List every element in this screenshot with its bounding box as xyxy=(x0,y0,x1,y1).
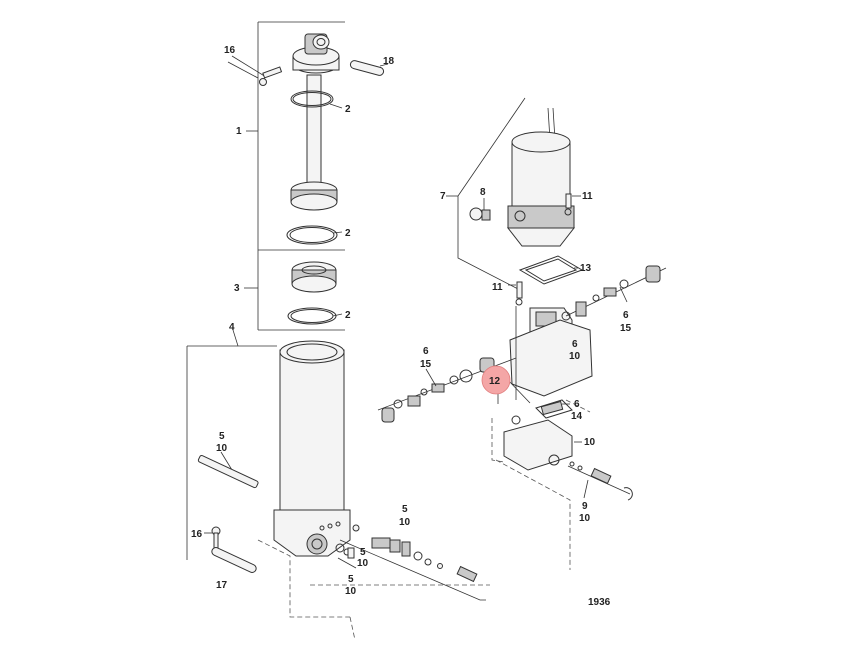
callout-10: 10 xyxy=(569,351,581,362)
callout-10: 10 xyxy=(216,443,228,454)
ram-piston xyxy=(291,261,337,293)
callout-15: 15 xyxy=(420,359,432,370)
callout-18: 18 xyxy=(383,56,395,67)
fitting xyxy=(469,198,491,221)
screw xyxy=(508,281,523,306)
bracket-item-1 xyxy=(257,21,345,251)
ram-rod xyxy=(290,33,340,211)
callout-14: 14 xyxy=(571,411,583,422)
callout-6: 6 xyxy=(623,310,629,321)
callout-6: 6 xyxy=(423,346,429,357)
screw xyxy=(204,526,221,550)
callout-10: 10 xyxy=(584,437,596,448)
callout-8: 8 xyxy=(480,187,486,198)
bracket-item-7 xyxy=(457,97,526,291)
gasket xyxy=(518,255,584,285)
fitting xyxy=(569,461,633,501)
small-check-valve xyxy=(335,543,357,569)
callout-3: 3 xyxy=(234,283,240,294)
callout-15: 15 xyxy=(620,323,632,334)
callout-10: 10 xyxy=(357,558,369,569)
callout-1: 1 xyxy=(236,126,242,137)
callout-2: 2 xyxy=(345,228,351,239)
callout-5: 5 xyxy=(402,504,408,515)
callout-12: 12 xyxy=(489,376,501,387)
callout-17: 17 xyxy=(216,580,228,591)
o-ring xyxy=(286,225,338,245)
valve-group xyxy=(575,265,661,317)
o-ring xyxy=(287,307,337,325)
bracket-item-3 xyxy=(257,250,345,331)
figure-number: 1936 xyxy=(588,597,611,608)
callout-7: 7 xyxy=(440,191,446,202)
callout-11: 11 xyxy=(492,282,503,293)
callout-11: 11 xyxy=(582,191,593,202)
callout-16: 16 xyxy=(191,529,203,540)
trim-cylinder xyxy=(273,340,351,557)
callout-5: 5 xyxy=(348,574,354,585)
callout-10: 10 xyxy=(345,586,357,597)
callout-2: 2 xyxy=(345,104,351,115)
base-block xyxy=(503,419,573,471)
gasket xyxy=(535,399,573,419)
callout-5: 5 xyxy=(219,431,225,442)
callout-13: 13 xyxy=(580,263,592,274)
long-bolt xyxy=(197,451,259,489)
check-valve xyxy=(352,524,478,583)
callout-5: 5 xyxy=(360,547,366,558)
electric-motor xyxy=(506,107,576,247)
dashed-guide xyxy=(257,539,356,641)
screw xyxy=(231,55,283,86)
dashed-guide xyxy=(310,459,571,586)
callout-6: 6 xyxy=(574,399,580,410)
valve-group xyxy=(381,357,495,423)
valve-axis xyxy=(339,539,486,601)
o-ring xyxy=(290,90,334,108)
callout-10: 10 xyxy=(399,517,411,528)
highlight-marker xyxy=(481,365,511,395)
dashed-guide xyxy=(491,399,591,463)
ground-terminal xyxy=(511,415,521,425)
pin xyxy=(349,60,389,76)
bracket-item-4 xyxy=(186,345,277,560)
callout-2: 2 xyxy=(345,310,351,321)
screw xyxy=(564,193,581,216)
callout-9: 9 xyxy=(582,501,588,512)
pin xyxy=(211,547,257,573)
callout-4: 4 xyxy=(229,322,235,333)
callout-16: 16 xyxy=(224,45,236,56)
callout-6: 6 xyxy=(572,339,578,350)
callout-10: 10 xyxy=(579,513,591,524)
callout-labels: 16 18 2 1 2 3 2 4 5 10 16 17 5 10 5 10 5… xyxy=(191,45,632,597)
